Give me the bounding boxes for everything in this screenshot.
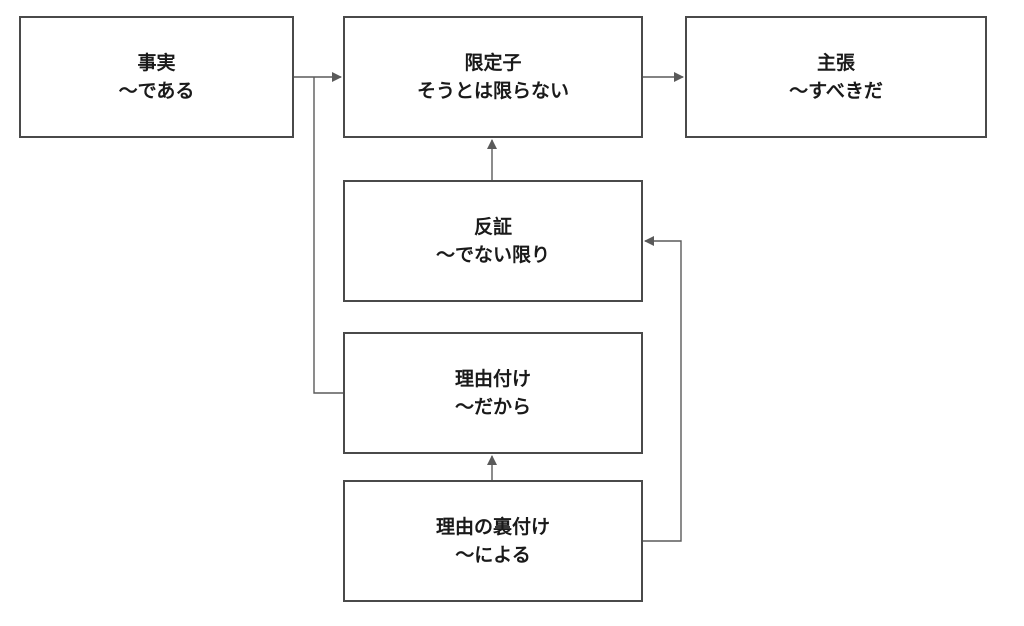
node-qualifier: 限定子 そうとは限らない bbox=[343, 16, 643, 138]
node-qualifier-subtitle: そうとは限らない bbox=[416, 80, 569, 102]
node-backing-title: 理由の裏付け bbox=[435, 516, 550, 538]
node-rebuttal: 反証 〜でない限り bbox=[343, 180, 643, 302]
node-rebuttal-title: 反証 bbox=[473, 216, 512, 238]
edge-warrant-to-qualifier bbox=[313, 77, 343, 394]
node-warrant-title: 理由付け bbox=[454, 368, 531, 390]
node-warrant: 理由付け 〜だから bbox=[343, 332, 643, 454]
node-backing-subtitle: 〜による bbox=[455, 544, 531, 566]
node-claim-subtitle: 〜すべきだ bbox=[789, 80, 883, 102]
node-claim-title: 主張 bbox=[816, 52, 855, 74]
edge-backing-to-rebuttal bbox=[643, 236, 682, 542]
node-fact-title: 事実 bbox=[137, 52, 176, 74]
node-rebuttal-subtitle: 〜でない限り bbox=[435, 244, 550, 266]
node-fact: 事実 〜である bbox=[19, 16, 294, 138]
node-warrant-subtitle: 〜だから bbox=[454, 396, 531, 418]
node-qualifier-title: 限定子 bbox=[464, 52, 522, 74]
node-backing: 理由の裏付け 〜による bbox=[343, 480, 643, 602]
node-claim: 主張 〜すべきだ bbox=[685, 16, 987, 138]
node-fact-subtitle: 〜である bbox=[118, 80, 195, 102]
